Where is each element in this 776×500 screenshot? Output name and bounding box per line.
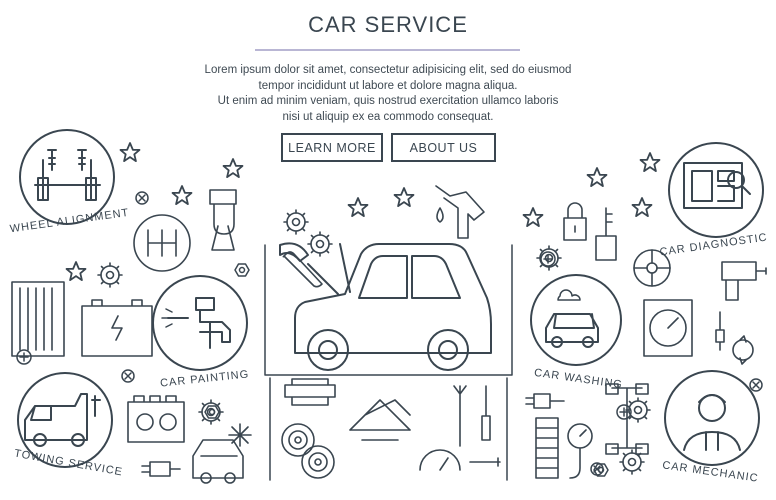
car-mechanic-label: CAR MECHANIC	[662, 459, 760, 484]
page-title: CAR SERVICE	[308, 12, 468, 37]
car-washing-label: CAR WASHING	[533, 367, 623, 391]
top-center-tools	[283, 186, 484, 287]
car-washing-badge	[531, 275, 621, 365]
car-illustration	[280, 243, 491, 370]
wheel-alignment-label: WHEEL ALIGNMENT	[9, 207, 130, 236]
towing-service-label: TOWING SERVICE	[13, 448, 124, 479]
car-diagnostic-badge	[669, 143, 763, 237]
intro-paragraph: Lorem ipsum dolor sit amet, consectetur …	[150, 63, 626, 125]
intro-line: nisi ut aliquip ex ea commodo consequat.	[282, 110, 494, 123]
left-tools	[12, 190, 251, 483]
wheel-alignment-badge	[20, 130, 114, 224]
decorative-stars	[65, 142, 661, 282]
towing-service-badge	[18, 373, 112, 467]
intro-line: tempor incididunt ut labore et dolore ma…	[258, 79, 518, 92]
car-painting-label: CAR PAINTING	[160, 368, 250, 389]
center-tools	[281, 379, 500, 479]
intro-line: Lorem ipsum dolor sit amet, consectetur …	[204, 64, 572, 76]
title-divider	[255, 49, 520, 51]
x-marks	[121, 191, 763, 476]
car-diagnostic-label: CAR DIAGNOSTIC	[659, 232, 768, 259]
about-us-button[interactable]: ABOUT US	[391, 133, 496, 162]
learn-more-button[interactable]: LEARN MORE	[281, 133, 383, 162]
car-painting-badge	[153, 276, 247, 370]
car-mechanic-badge	[665, 371, 759, 465]
intro-line: Ut enim ad minim veniam, quis nostrud ex…	[217, 95, 559, 107]
right-tools	[526, 203, 766, 478]
center-panel-frame	[265, 245, 512, 480]
